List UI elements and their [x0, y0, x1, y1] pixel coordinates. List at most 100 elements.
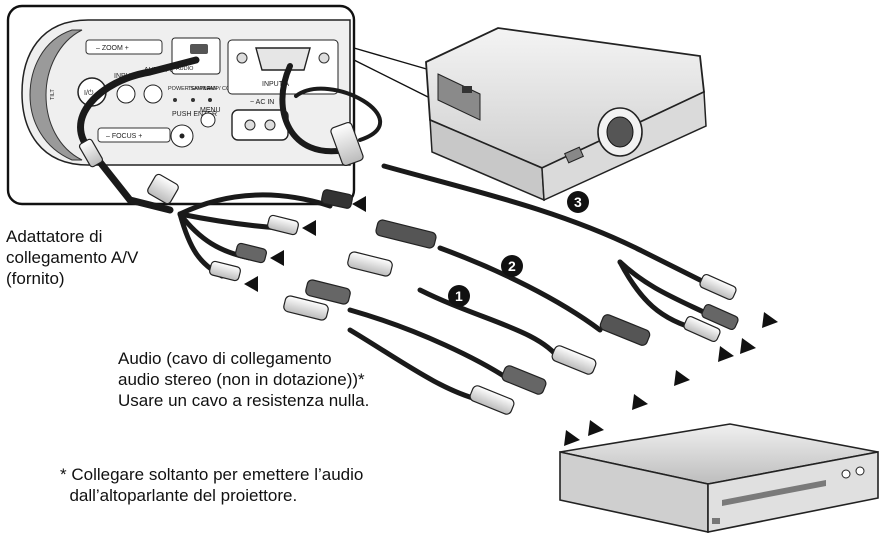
tilt-label: TILT: [50, 88, 56, 100]
vga-port-icon: [255, 47, 311, 71]
arrow-icon-10: [588, 420, 604, 436]
power-symbol: I/⏻: [84, 89, 94, 97]
arrow-icon-1: [352, 196, 366, 212]
cable-audio-1: [347, 307, 513, 383]
zoom-label: – ZOOM +: [96, 45, 129, 52]
dvd-button-2: [855, 466, 865, 476]
arrow-icon-4: [244, 276, 258, 292]
badge-3: 3: [567, 191, 589, 213]
plug-s-left: [209, 260, 241, 282]
projector-panel-inset: TILT – ZOOM + I/⏻ INPUT AUTO FOCUS POWER…: [6, 4, 356, 206]
badge-2: 2: [501, 255, 523, 277]
projector-sensor: [563, 146, 585, 164]
audio-caption-line-2: audio stereo (non in dotazione))*: [118, 370, 365, 389]
menu-button[interactable]: [200, 112, 216, 128]
audio-caption-line-1: Audio (cavo di collegamento: [118, 349, 332, 368]
inset-leader-top: [353, 47, 431, 71]
badge-1: 1: [448, 285, 470, 307]
ac-in-label: ~ AC IN: [250, 99, 274, 106]
audio-port-icon: [190, 44, 208, 54]
joystick-center-icon: [179, 133, 185, 139]
audio-cable-lower: [88, 148, 174, 214]
plug-audio-cable-head: [283, 295, 329, 321]
zoom-rocker[interactable]: [85, 39, 163, 55]
input-a-label: INPUT A: [262, 81, 289, 88]
vga-plug: [330, 121, 364, 167]
lamp-cover-label: LAMP/ COVER: [204, 86, 242, 92]
input-a-screw-left: [236, 52, 248, 64]
arrow-icon-9: [632, 394, 648, 410]
arrow-icon-2: [302, 220, 316, 236]
push-enter-label: PUSH ENTER: [172, 111, 217, 118]
projector-port-icon: [462, 86, 472, 93]
ac-in-socket: [231, 109, 289, 141]
plug-red-left: [235, 242, 267, 264]
adapter-caption-line-2: collegamento A/V: [6, 248, 139, 267]
menu-label: MENU: [200, 107, 221, 114]
branch-white: [177, 211, 283, 231]
plugs: [78, 121, 739, 415]
adapter-caption-line-1: Adattatore di: [6, 227, 103, 246]
cable-2: [437, 245, 603, 333]
arrow-icon-11: [564, 430, 580, 446]
projector-lens-icon: [606, 116, 634, 148]
adapter-body: [147, 173, 179, 205]
ac-pin-right-icon: [264, 119, 276, 131]
focus-rocker[interactable]: [97, 127, 171, 143]
audio-caption: Audio (cavo di collegamento audio stereo…: [118, 348, 369, 411]
arrow-icon-6: [740, 338, 756, 354]
dvd-button-1: [841, 469, 851, 479]
focus-label: – FOCUS +: [106, 133, 142, 140]
audio-mini-plug: [78, 138, 104, 168]
input-button[interactable]: [116, 84, 136, 104]
audio-caption-line-3: Usare un cavo a resistenza nulla.: [118, 391, 370, 410]
direction-arrows: [244, 196, 778, 446]
arrow-icon-7: [718, 346, 734, 362]
adapter-caption-line-3: (fornito): [6, 269, 65, 288]
ac-pin-left-icon: [244, 119, 256, 131]
vga-cable-main: [381, 163, 643, 253]
dvd-player-illustration: [559, 423, 879, 533]
power-saving-led: [173, 98, 177, 102]
badge-3-text: 3: [574, 194, 582, 210]
plug-white-cable-head: [347, 251, 393, 277]
badge-2-text: 2: [508, 258, 516, 274]
footnote-line-2: dall’altoparlante del proiettore.: [60, 486, 298, 505]
temp-fan-led: [191, 98, 195, 102]
plug-audio-right-2: [469, 385, 515, 415]
plug-video-cable-head: [375, 219, 437, 249]
plug-white-left: [267, 214, 299, 236]
dvd-led: [712, 518, 720, 524]
auto-focus-button[interactable]: [143, 84, 163, 104]
vga-jumper-cable: [279, 63, 348, 155]
plug-3-c: [683, 315, 721, 343]
inset-leader-bottom: [353, 59, 435, 101]
arrow-icon-3: [270, 250, 284, 266]
plug-video-left: [321, 189, 353, 209]
arrow-icon-8: [674, 370, 690, 386]
footnote-line-1: * Collegare soltanto per emettere l’audi…: [60, 465, 364, 484]
plug-red-cable-head: [305, 279, 351, 305]
temp-fan-label: TEMP/ FAN: [188, 86, 217, 92]
plug-video-right: [599, 314, 651, 346]
dvd-disc-tray-icon: [722, 480, 826, 506]
footnote-caption: * Collegare soltanto per emettere l’audi…: [60, 464, 363, 506]
plug-3-b: [701, 303, 739, 331]
lamp-cover-led: [208, 98, 212, 102]
audio-cable-upper: [77, 56, 200, 156]
badge-1-text: 1: [455, 288, 463, 304]
plug-3-a: [699, 273, 737, 301]
plug-audio-right-1: [501, 365, 547, 395]
panel-grip: [29, 29, 83, 161]
projector-illustration: [425, 27, 707, 202]
arrow-icon-5: [762, 312, 778, 328]
adapter-caption: Adattatore di collegamento A/V (fornito): [6, 226, 138, 289]
plug-1-right: [551, 345, 597, 375]
vga-cable-top: [294, 86, 382, 142]
cable-audio-2: [347, 327, 483, 403]
input-a-screw-right: [318, 52, 330, 64]
power-saving-label: POWER SAVING: [168, 86, 211, 92]
audio-port-label: AUDIO: [176, 66, 194, 72]
